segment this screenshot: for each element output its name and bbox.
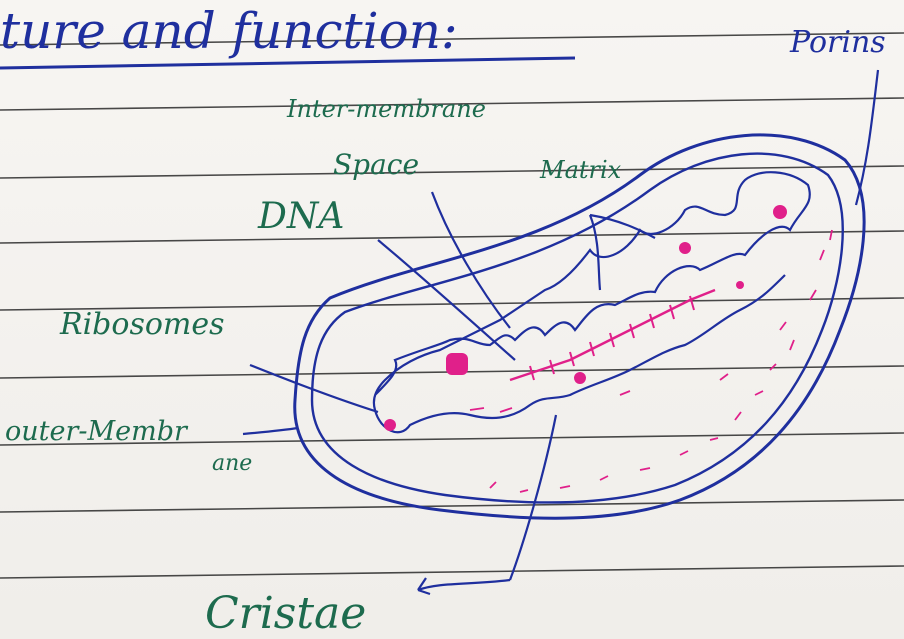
label-outer-membrane-line1: outer-Membr	[5, 416, 189, 447]
label-inter-membrane: Inter-membrane	[286, 95, 486, 123]
label-outer-membrane-line2: ane	[212, 451, 252, 476]
intermembrane-speckles	[470, 230, 832, 492]
label-ribosomes: Ribosomes	[59, 307, 225, 342]
dna-ticks	[530, 296, 694, 380]
page-heading: ture and function:	[0, 2, 458, 60]
label-dna: DNA	[257, 196, 344, 237]
label-porins: Porins	[789, 25, 886, 60]
outer-membrane	[295, 135, 864, 518]
label-matrix: Matrix	[539, 156, 622, 184]
label-space: Space	[333, 148, 419, 181]
label-cristae: Cristae	[205, 588, 366, 639]
